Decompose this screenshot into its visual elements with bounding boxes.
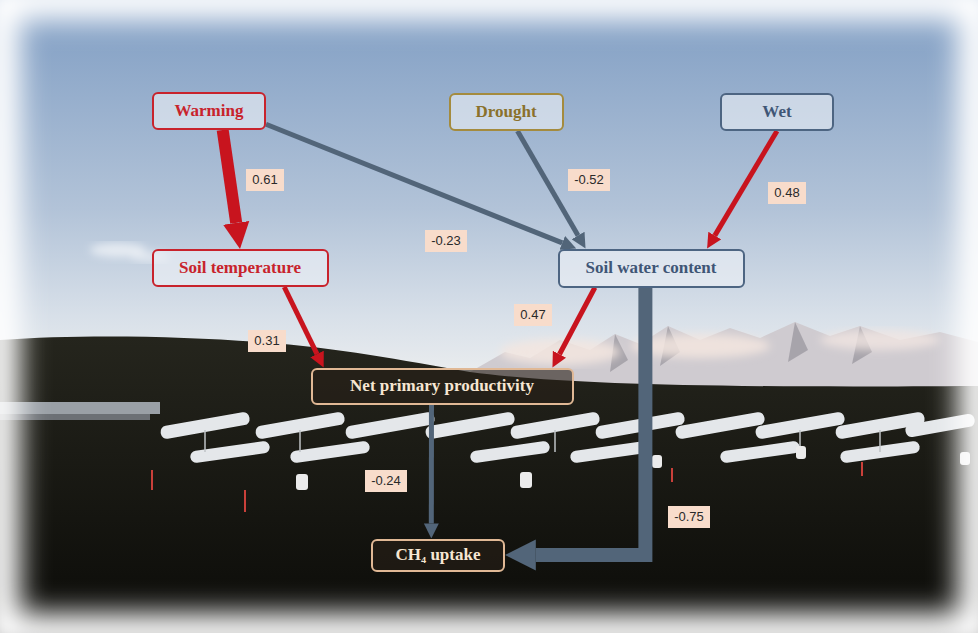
- path-coefficient: 0.61: [246, 169, 283, 191]
- node-label: Soil temperature: [179, 258, 301, 278]
- path-coefficient: -0.75: [668, 506, 710, 528]
- path-coefficient: -0.23: [425, 230, 467, 252]
- mountain-clouds: [500, 330, 940, 365]
- dark-hills: [0, 336, 978, 633]
- driver-box: Wet: [720, 93, 834, 131]
- effect-arrow: [284, 287, 317, 354]
- driver-box: Drought: [449, 93, 564, 131]
- path-coefficient: 0.48: [768, 182, 805, 204]
- path-coefficient: -0.24: [365, 470, 407, 492]
- connectors: [223, 124, 777, 555]
- effect-arrow: [536, 288, 646, 556]
- node-label: Wet: [762, 102, 791, 122]
- node-label: Warming: [175, 101, 244, 121]
- variable-box: Net primary productivity: [311, 368, 574, 405]
- variable-box: Soil water content: [558, 249, 745, 288]
- variable-box: Soil temperature: [152, 249, 329, 287]
- effect-arrow: [429, 405, 434, 524]
- node-label: Soil water content: [586, 258, 717, 278]
- solar-panels: [0, 402, 160, 420]
- response-box: CH₄ uptake: [371, 539, 505, 572]
- path-coefficient: 0.31: [248, 330, 285, 352]
- shelter-legs: [205, 430, 880, 452]
- effect-arrow: [266, 124, 562, 243]
- driver-box: Warming: [152, 92, 266, 130]
- marker-poles: [152, 462, 862, 512]
- path-coefficient: 0.47: [514, 304, 551, 326]
- effect-arrow: [223, 130, 237, 223]
- node-label: Net primary productivity: [350, 376, 534, 396]
- rain-shelters: [160, 411, 976, 463]
- effect-arrow: [559, 288, 594, 355]
- node-label: CH₄ uptake: [396, 545, 481, 565]
- node-label: Drought: [475, 102, 536, 122]
- path-coefficient: -0.52: [568, 169, 610, 191]
